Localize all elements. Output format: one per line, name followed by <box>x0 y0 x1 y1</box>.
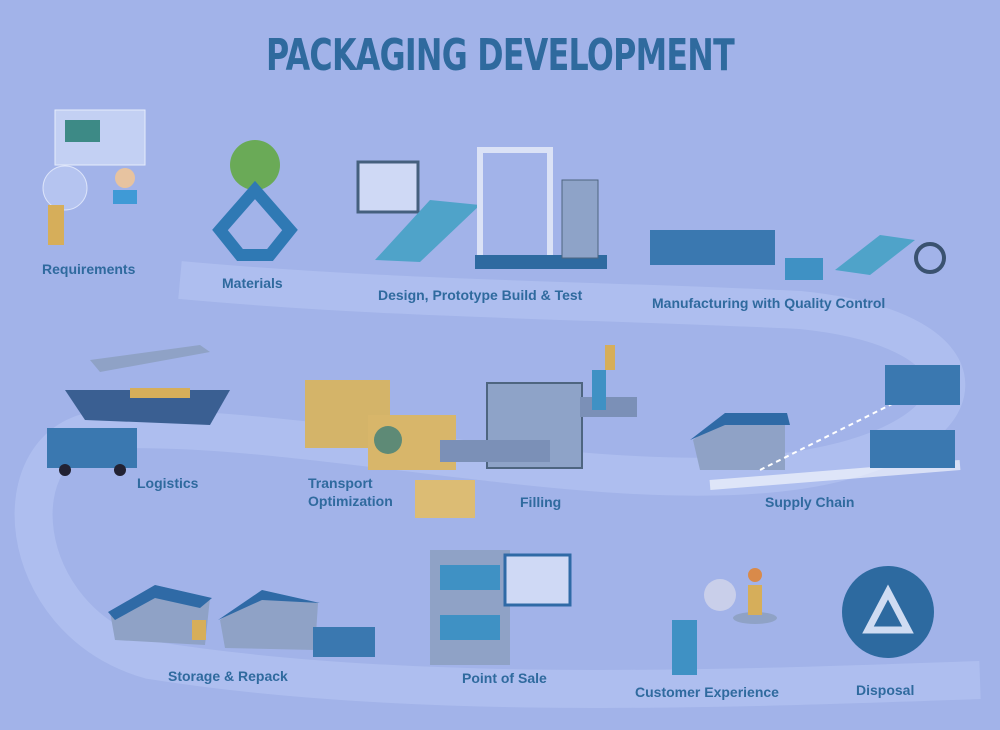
step-label-filling: Filling <box>520 494 562 510</box>
step-label-disposal: Disposal <box>856 682 915 698</box>
requirements-icon <box>42 109 146 245</box>
step-label-requirements: Requirements <box>42 261 136 277</box>
store-shelf-icon <box>430 550 572 665</box>
recycle-tree-icon <box>212 140 298 261</box>
boxes-icon <box>305 380 475 518</box>
step-label-materials: Materials <box>222 275 283 291</box>
step-label-transport: Transport <box>308 475 373 491</box>
page-title: PACKAGING DEVELOPMENT <box>266 30 735 81</box>
customer-icon <box>672 568 777 675</box>
ship-plane-truck-icon <box>47 345 230 476</box>
warehouses-icon <box>108 585 375 657</box>
step-label-point-of-sale: Point of Sale <box>462 670 547 686</box>
production-line-icon <box>650 230 946 280</box>
filling-machine-icon <box>440 345 637 469</box>
step-label-manufacturing: Manufacturing with Quality Control <box>652 295 886 311</box>
step-label-supply-chain: Supply Chain <box>765 494 855 510</box>
step-label-customer-experience: Customer Experience <box>635 684 779 700</box>
step-label-storage: Storage & Repack <box>168 668 288 684</box>
step-label-logistics: Logistics <box>137 475 199 491</box>
recycle-icon <box>842 566 934 658</box>
warehouse-trucks-icon <box>690 365 961 490</box>
test-machine-icon <box>356 147 607 269</box>
step-label-transport-line2: Optimization <box>308 493 393 509</box>
step-label-design: Design, Prototype Build & Test <box>378 287 583 303</box>
